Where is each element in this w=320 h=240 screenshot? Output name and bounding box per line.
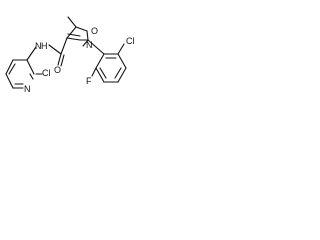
pyridine-chlorine-label: Cl xyxy=(42,68,51,78)
phenyl-ring xyxy=(87,39,127,83)
carbonyl-oxygen-label: O xyxy=(54,65,61,75)
ring-nitrogen-label: N xyxy=(86,40,93,50)
phenyl-f-bond xyxy=(91,67,97,77)
phenyl-fluorine-label: F xyxy=(86,76,92,86)
phenyl-cl-bond xyxy=(117,43,125,55)
pyridine-ring xyxy=(5,46,37,89)
amide-hydrogen-label: H xyxy=(41,41,48,51)
amide-group xyxy=(48,37,68,67)
canvas-background xyxy=(0,0,149,104)
isoxazole-ring xyxy=(66,26,89,47)
ring-oxygen-label: O xyxy=(91,26,98,36)
structure-diagram: O N N H O N Cl Cl F xyxy=(0,0,149,104)
methyl-bond xyxy=(67,16,77,28)
amide-nitrogen-label: N xyxy=(35,41,42,51)
pyridine-nitrogen-label: N xyxy=(24,84,31,94)
phenyl-chlorine-label: Cl xyxy=(126,36,135,46)
